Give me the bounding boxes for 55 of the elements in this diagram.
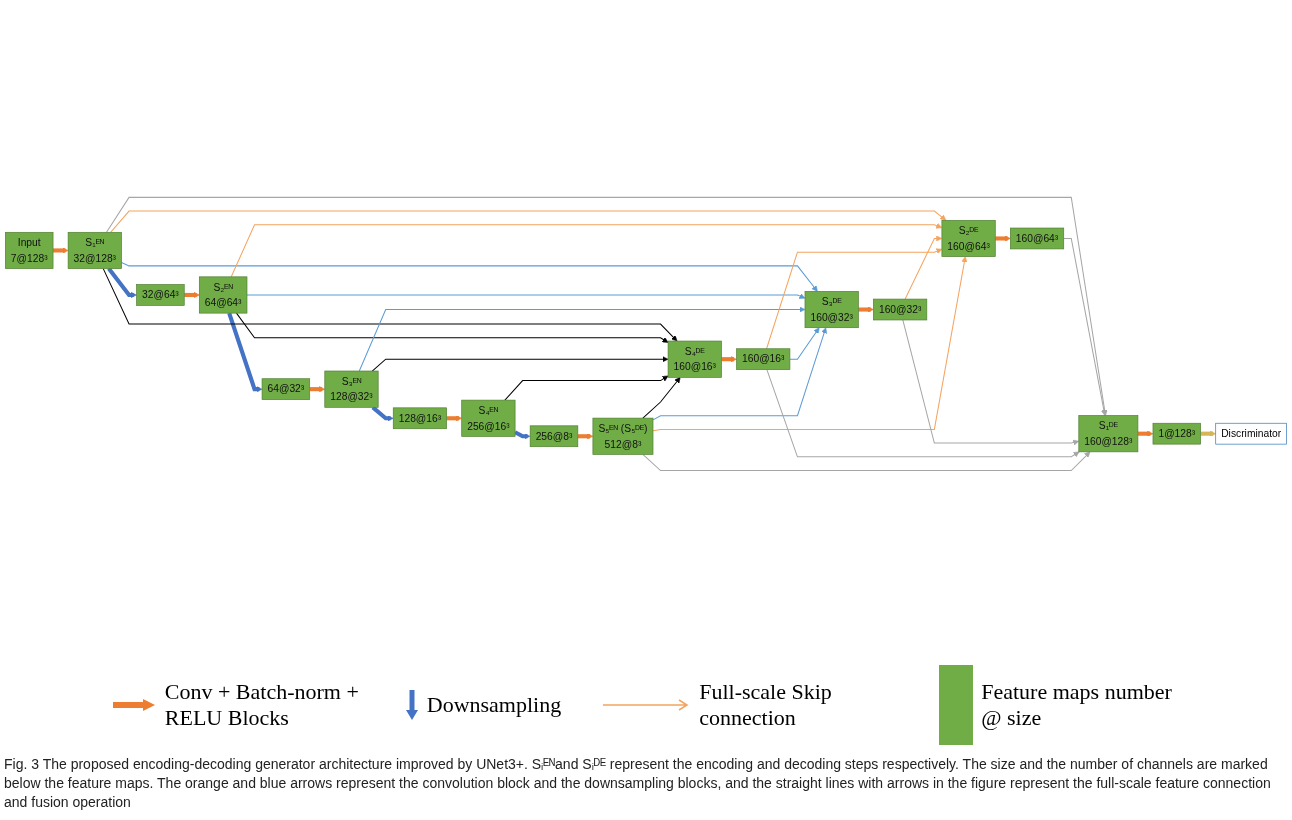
arrow: [652, 327, 828, 421]
arrow: [53, 247, 69, 254]
arrow: [110, 210, 947, 233]
node-box: [136, 283, 185, 306]
legend-text: Conv + Batch-norm + RELU Blocks: [164, 679, 360, 732]
arrow: [995, 235, 1011, 242]
arrow: [642, 376, 681, 419]
legend-text: Feature maps number @ size: [981, 679, 1173, 732]
network-diagram: Input 7@128³ S₁ᴱᴺ 32@128³ 32@64³ S₂ᴱᴺ 64@64³ 64@32³ S₃ᴱᴺ 128@32³ 128@16³ S₄ᴱᴺ 256@16³ 256@8³ S₅ᴱᴺ (S₅ᴰᴱ) 512@8³ S₄ᴰᴱ 160@16³ 160@16³ S₃ᴰᴱ 160@32³ 160@32³ S₂ᴰᴱ 160@64³ 160@64³ S₁ᴰᴱ 160@128³ 1@128³ Discriminator: [4, 195, 1288, 472]
arrow: [766, 368, 1080, 458]
arrow: [1200, 430, 1216, 437]
arrow: [235, 312, 669, 343]
arrow: [1063, 237, 1107, 416]
node-box: [1078, 414, 1139, 452]
arrow: [107, 267, 137, 298]
node-box: [736, 348, 791, 370]
node-box: [67, 231, 122, 269]
node-box: [324, 370, 379, 408]
arrow: [858, 306, 874, 313]
figure-caption: Fig. 3 The proposed encoding-decoding generator architecture improved by UNet3+. Sᵢᴱᴺand Sᵢᴰᴱ represent the encoding and decoding steps respectively. The size and the number of channels are marked below the feature maps. The orange and blue arrows represent the convolution block and the downsampling blocks, and the straight lines with arrows in the figure represent the full-scale feature connection and fusion operation: [4, 755, 1272, 812]
arrow: [309, 385, 326, 392]
node-box: [1215, 422, 1287, 445]
node-box: [261, 378, 311, 400]
arrow: [789, 327, 820, 360]
arrow: [102, 267, 678, 342]
node-box: [804, 290, 859, 328]
node-box: [941, 219, 996, 257]
arrow: [246, 292, 806, 299]
node-box: [1152, 422, 1201, 445]
arrow: [106, 196, 1108, 416]
node-box: [529, 425, 579, 447]
node-box: [873, 298, 928, 321]
arrow: [652, 256, 968, 431]
arrow: [371, 355, 669, 372]
arrow: [904, 235, 943, 300]
legend-text: Full-scale Skip connection: [699, 679, 833, 732]
arrow: [227, 312, 263, 392]
arrow: [504, 375, 669, 401]
arrow: [121, 261, 818, 292]
node-box: [392, 407, 447, 429]
arrow: [577, 432, 594, 439]
node-box: [5, 231, 54, 269]
node-box: [198, 276, 248, 314]
legend-text: Downsampling: [426, 692, 562, 719]
arrow: [514, 430, 531, 439]
arrow: [184, 291, 200, 298]
node-box: [592, 417, 654, 455]
arrow: [902, 319, 1080, 446]
arrow: [230, 222, 943, 278]
node-box: [667, 340, 722, 378]
arrow: [721, 355, 737, 362]
node-box: [461, 399, 516, 437]
arrow: [642, 451, 1091, 471]
node-box: [1010, 227, 1065, 249]
arrow: [766, 248, 943, 349]
